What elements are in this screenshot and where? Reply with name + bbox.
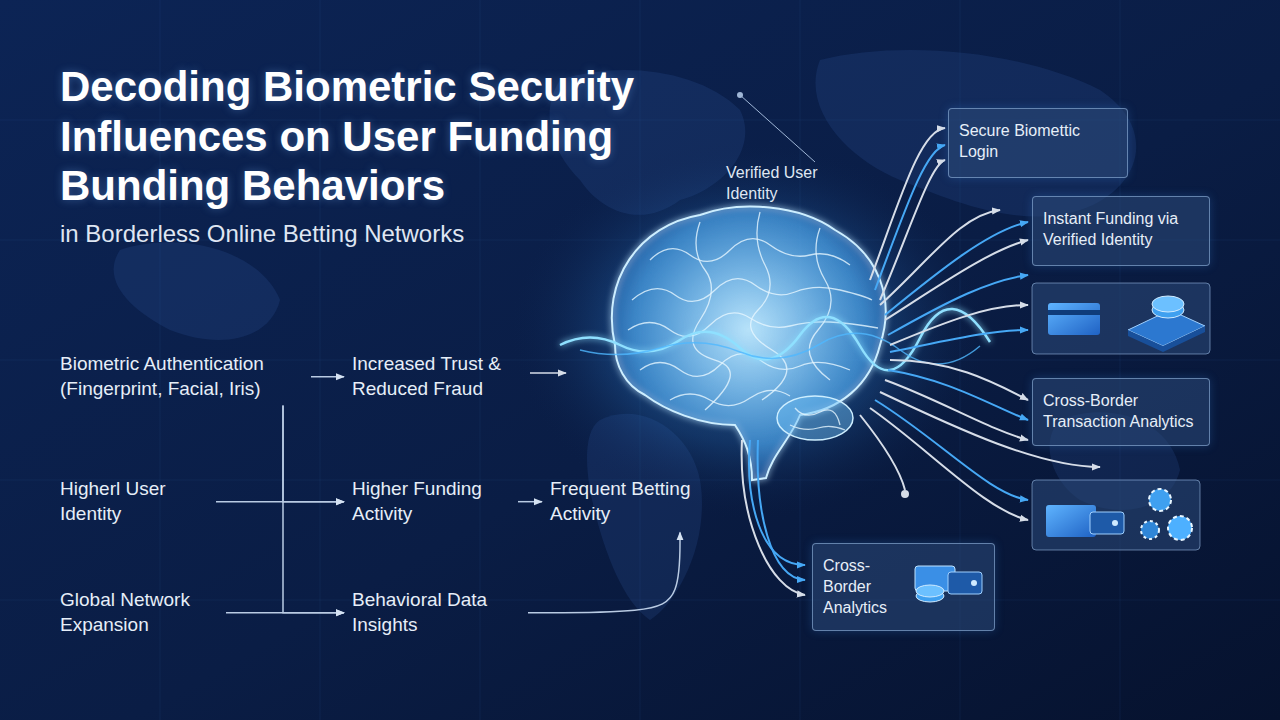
fan-arrows <box>530 372 566 374</box>
payment-icon <box>915 566 982 602</box>
text-node: Increased Trust & Reduced Fraud <box>352 352 542 401</box>
icon-box <box>1149 489 1171 511</box>
fan-arrows <box>885 222 1028 315</box>
feature-box: Cross-Border Transaction Analytics <box>1032 378 1210 446</box>
node-text: Behavioral Data Insights <box>352 588 522 637</box>
feature-box: Secure Biomettic Login <box>948 108 1128 178</box>
node-text: Cross-Border Analytics <box>823 556 914 618</box>
text-node: Biometric Authentication (Fingerprint, F… <box>60 352 305 401</box>
icon-box <box>1112 520 1118 526</box>
node-text: Frequent Betting Activity <box>550 477 720 526</box>
fan-arrows <box>901 490 909 498</box>
payment-icon <box>971 580 977 586</box>
payment-icon <box>916 590 944 602</box>
node-text: Secure Biomettic Login <box>959 121 1117 163</box>
flow-arrow <box>216 501 344 503</box>
icon-box <box>1046 505 1096 537</box>
text-node: Higherl User Identity <box>60 477 210 526</box>
brain-illustration <box>580 333 980 364</box>
icon-box <box>1032 283 1210 550</box>
icon-box <box>1048 303 1100 335</box>
fan-arrows <box>880 210 1000 305</box>
brain-illustration <box>612 207 886 480</box>
icon-box <box>1152 296 1184 312</box>
node-text: Higherl User Identity <box>60 477 210 526</box>
brain-illustration <box>640 354 850 377</box>
text-node: Higher Funding Activity <box>352 477 512 526</box>
fan-arrows <box>742 440 805 595</box>
node-text: Cross-Border Transaction Analytics <box>1043 391 1199 433</box>
icon-box <box>1048 310 1100 315</box>
world-map <box>114 242 280 340</box>
brain-illustration <box>650 239 850 265</box>
node-text: Higher Funding Activity <box>352 477 512 526</box>
node-text: Global Network Expansion <box>60 588 220 637</box>
brain-illustration <box>560 309 990 370</box>
fan-arrows <box>888 275 1028 335</box>
subtitle-text: in Borderless Online Betting Networks <box>60 218 680 249</box>
flow-arrow <box>518 501 542 503</box>
text-node: Global Network Expansion <box>60 588 220 637</box>
text-node: Frequent Betting Activity <box>550 477 720 526</box>
payment-icon <box>916 585 944 597</box>
flow-arrow <box>283 405 344 501</box>
flow-arrow <box>311 376 344 378</box>
icon-box <box>1141 521 1159 539</box>
brain-illustration <box>777 396 853 440</box>
fan-arrows <box>875 400 1028 500</box>
node-text: Increased Trust & Reduced Fraud <box>352 352 542 401</box>
fan-arrows <box>860 415 905 490</box>
flow-arrow <box>528 532 680 612</box>
fan-arrows <box>890 330 1028 352</box>
payment-icon <box>948 572 982 594</box>
fan-arrows <box>737 92 743 98</box>
diagram-title: Decoding Biometric Security Influences o… <box>60 62 740 211</box>
fan-arrows <box>875 145 945 290</box>
brain-illustration <box>790 425 845 430</box>
icon-box <box>1168 516 1192 540</box>
flow-arrow <box>226 612 344 614</box>
feature-box: Cross-Border Analytics <box>812 543 995 631</box>
icon-box <box>1090 512 1124 534</box>
payment-icon <box>915 566 955 591</box>
fan-arrows <box>880 160 945 300</box>
fan-arrows <box>890 360 1028 400</box>
brain-illustration <box>693 222 731 410</box>
icon-box <box>1032 480 1200 550</box>
feature-box: Instant Funding via Verified Identity <box>1032 196 1210 266</box>
node-text: Biometric Authentication (Fingerprint, F… <box>60 352 305 401</box>
fan-arrows <box>885 380 1028 440</box>
brain-illustration <box>809 228 831 380</box>
brain-illustration <box>795 408 840 425</box>
icon-box <box>1128 326 1205 352</box>
text-node: Behavioral Data Insights <box>352 588 522 637</box>
node-text: Instant Funding via Verified Identity <box>1043 209 1199 251</box>
brain-illustration <box>632 279 872 302</box>
brain-illustration <box>751 212 787 400</box>
floating-label: Verified User Identity <box>726 163 846 205</box>
fan-arrows <box>740 95 815 162</box>
flow-arrow <box>283 405 344 612</box>
icon-box <box>1032 283 1210 354</box>
